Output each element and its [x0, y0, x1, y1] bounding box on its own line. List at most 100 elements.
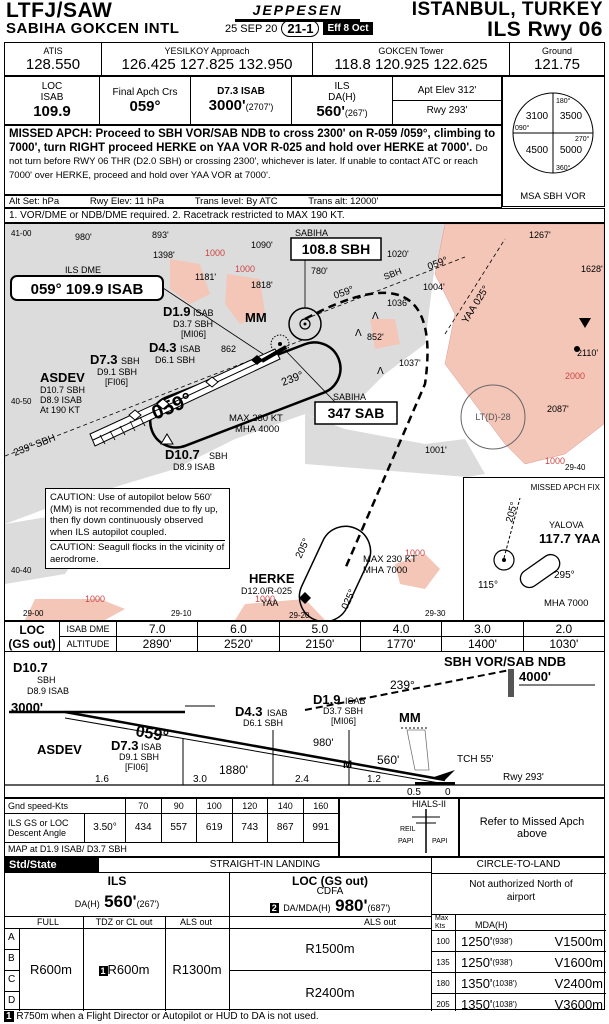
footnote: 1 R750m when a Flight Director or Autopi…	[4, 1011, 319, 1022]
svg-text:D4.3: D4.3	[235, 704, 262, 719]
profile-navaid-label: SBH VOR/SAB NDB	[444, 654, 566, 669]
svg-text:852': 852'	[367, 332, 384, 342]
herke-fix-label: HERKE	[249, 571, 295, 586]
svg-text:0: 0	[445, 787, 451, 797]
caution-autopilot: CAUTION: Use of autopilot below 560' (MM…	[50, 492, 218, 538]
svg-text:[FI06]: [FI06]	[125, 762, 148, 772]
sbh-vor-box	[290, 237, 382, 261]
loc-rvr-ab: R1500m	[305, 941, 355, 956]
svg-text:PAPI: PAPI	[432, 838, 447, 845]
svg-text:D6.1 SBH: D6.1 SBH	[155, 355, 195, 365]
svg-text:1001': 1001'	[425, 445, 447, 455]
svg-text:1036': 1036'	[387, 298, 409, 308]
msa-sector-sw: 4500	[526, 145, 549, 156]
yaa-vor-freq: 117.7 YAA	[539, 531, 601, 546]
ctl-row: 100 1250' (938') V1500m	[431, 931, 606, 952]
svg-text:YAA: YAA	[261, 598, 278, 608]
svg-text:29-40: 29-40	[565, 463, 586, 472]
comm-tower: GOKCEN Tower 118.8 120.925 122.625	[312, 42, 510, 76]
svg-text:MAX 230 KT: MAX 230 KT	[363, 554, 417, 565]
circle-to-land-rows: 100 1250' (938') V1500m 135 1250' (938')…	[431, 931, 606, 1014]
svg-text:D12.0/R-025: D12.0/R-025	[241, 586, 292, 596]
svg-text:2000: 2000	[565, 371, 585, 381]
svg-text:M: M	[343, 759, 352, 771]
svg-text:1267': 1267'	[529, 230, 551, 240]
herke-fix-symbol	[299, 592, 311, 604]
svg-text:D7.3: D7.3	[111, 738, 138, 753]
airport-name: SABIHA GOKCEN INTL	[6, 20, 180, 37]
obstacle-symbols: Λ Λ Λ	[355, 311, 384, 377]
svg-text:Λ: Λ	[372, 311, 379, 322]
svg-text:D9.1 SBH: D9.1 SBH	[119, 752, 159, 762]
svg-text:1398': 1398'	[153, 250, 175, 260]
sab-ndb-symbol	[270, 334, 290, 354]
minima-box: Std/State STRAIGHT-IN LANDING ILS DA(H) …	[4, 857, 606, 1012]
svg-text:41-00: 41-00	[11, 229, 32, 238]
comm-atis: ATIS 128.550	[4, 42, 102, 76]
svg-text:Λ: Λ	[355, 328, 362, 339]
yaa-vor-symbol	[493, 549, 515, 571]
msa-bearing-270: 270°	[575, 135, 590, 143]
chart-date-bar: 25 SEP 20 21-1 Eff 8 Oct	[225, 20, 373, 37]
svg-text:059° 109.9 ISAB: 059° 109.9 ISAB	[31, 281, 144, 298]
svg-text:[MI06]: [MI06]	[331, 716, 356, 726]
svg-text:SBH: SBH	[37, 675, 56, 685]
missed-approach-fix-inset: MISSED APCH FIX YALOVA 117.7 YAA 205° 29…	[463, 477, 604, 620]
caution-birds: CAUTION: Seagull flocks in the vicinity …	[50, 540, 225, 565]
caution-box: CAUTION: Use of autopilot below 560' (MM…	[45, 488, 230, 569]
svg-text:MHA 4000: MHA 4000	[235, 424, 279, 435]
svg-text:893': 893'	[152, 230, 169, 240]
svg-text:D8.9 ISAB: D8.9 ISAB	[27, 686, 69, 696]
svg-text:ILS DME: ILS DME	[65, 265, 101, 275]
svg-text:239°: 239°	[390, 678, 415, 692]
als-out-rvr: R1300m	[172, 962, 222, 977]
svg-text:1.2: 1.2	[367, 774, 381, 785]
middle-marker-label: MM	[245, 310, 267, 325]
svg-text:980': 980'	[313, 737, 333, 749]
svg-text:347 SAB: 347 SAB	[328, 405, 385, 421]
svg-text:4000': 4000'	[519, 669, 551, 684]
svg-text:1000: 1000	[545, 456, 565, 466]
plan-view: LT(D)-28 41-00 40-50 40-40 29-00 29-10 2…	[4, 223, 605, 621]
std-state-tag: Std/State	[5, 858, 99, 872]
chart-page-number: 21-1	[281, 20, 320, 37]
profile-missed-climb	[304, 669, 511, 711]
svg-text:29-10: 29-10	[171, 609, 192, 618]
svg-text:29-00: 29-00	[23, 609, 44, 618]
chart-notes: 1. VOR/DME or NDB/DME required. 2. Racet…	[4, 208, 605, 223]
svg-text:ISAB: ISAB	[193, 308, 214, 318]
svg-text:1000: 1000	[235, 264, 255, 274]
svg-text:ISAB: ISAB	[345, 696, 366, 706]
svg-text:D8.9 ISAB: D8.9 ISAB	[173, 462, 215, 472]
comm-ground: Ground 121.75	[509, 42, 605, 76]
svg-text:295°: 295°	[554, 570, 575, 581]
svg-text:ISAB: ISAB	[180, 344, 201, 354]
chart-date: 25 SEP 20	[225, 22, 278, 35]
d107-fix-label: D10.7	[165, 447, 200, 462]
ctl-row: 205 1350' (1038') V3600m	[436, 996, 603, 1012]
profile-glide-path	[64, 710, 446, 782]
briefing-decision-altitude: ILS DA(H) 560'(267')	[291, 76, 393, 125]
svg-text:40-50: 40-50	[11, 397, 32, 406]
msa-bearing-180: 180°	[556, 97, 571, 105]
svg-text:SABIHA: SABIHA	[295, 228, 328, 238]
svg-text:1000: 1000	[205, 248, 225, 258]
airport-icao: LTFJ/SAW	[6, 0, 113, 22]
svg-text:0.5: 0.5	[407, 787, 421, 797]
briefing-final-course: Final Apch Crs 059°	[99, 76, 191, 125]
svg-text:MHA 7000: MHA 7000	[544, 598, 588, 609]
msa-sector-nw: 3100	[526, 111, 549, 122]
terrain-east	[434, 224, 604, 465]
svg-text:2087': 2087'	[547, 404, 569, 414]
svg-text:1004': 1004'	[423, 282, 445, 292]
d73-fix-label: D7.3	[90, 352, 117, 367]
briefing-table: LOC ISAB 109.9 Final Apch Crs 059° D7.3 …	[4, 76, 502, 125]
full-rvr: R600m	[30, 962, 72, 977]
svg-text:Rwy 293': Rwy 293'	[503, 772, 544, 783]
msa-sector-se: 5000	[560, 145, 583, 156]
svg-text:29-20: 29-20	[289, 611, 310, 620]
svg-text:D3.7 SBH: D3.7 SBH	[323, 706, 363, 716]
jeppesen-logo: JEPPESEN	[215, 2, 380, 22]
svg-text:1181': 1181'	[195, 272, 216, 282]
svg-text:1628': 1628'	[581, 264, 603, 274]
